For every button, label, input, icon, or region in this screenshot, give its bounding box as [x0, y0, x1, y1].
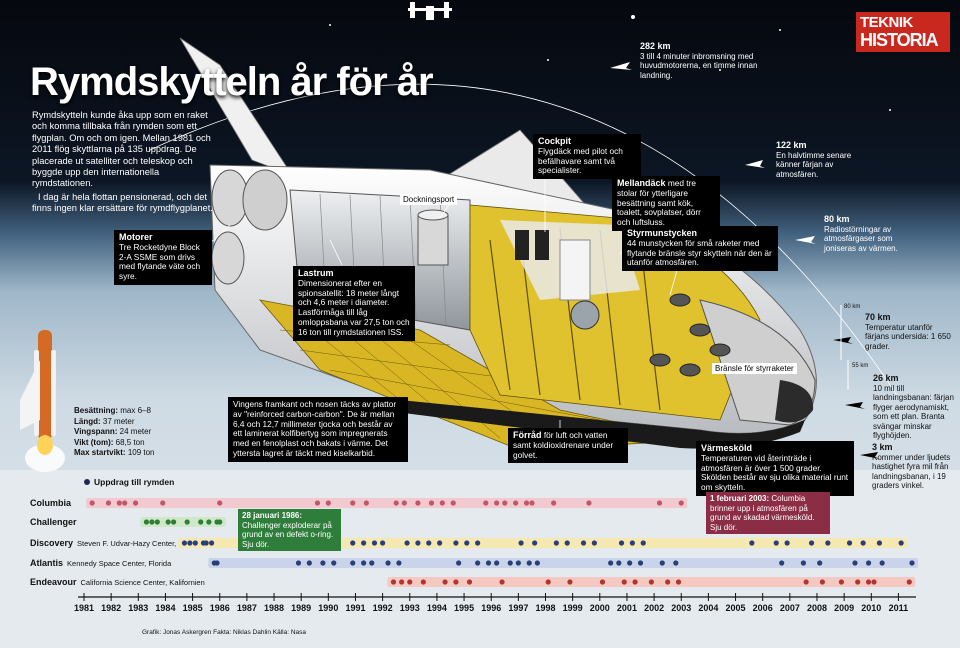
spec-row: Vingspann: 24 meter — [74, 427, 152, 436]
event-challenger: 28 januari 1986: Challenger exploderar p… — [238, 509, 341, 551]
iss-icon — [408, 2, 452, 20]
intro-paragraph-1: Rymdskytteln kunde åka upp som en raket … — [32, 110, 211, 189]
launch-shuttle-icon — [20, 330, 65, 472]
spec-row: Vikt (tom): 68,5 ton — [74, 437, 145, 447]
callout-vingens-framkant: Vingens framkant och nosen täcks av plat… — [228, 397, 408, 462]
event-columbia: 1 februari 2003: Columbia brinner upp i … — [706, 492, 830, 534]
timeline-legend: Uppdrag till rymden — [84, 477, 174, 487]
shuttle-specs: Besättning: max 6–8 Längd: 37 meter Ving… — [74, 406, 155, 459]
callout-bransle: Bränsle för styrraketer — [712, 363, 797, 374]
orbiter-label-columbia: Columbia — [30, 498, 72, 508]
brand-logo: TEKNIK HISTORIA — [856, 12, 950, 52]
spec-row: Besättning: max 6–8 — [74, 406, 151, 415]
page-title: Rymdskytteln år för år — [30, 60, 434, 104]
scale-mark: 80 km — [844, 304, 861, 310]
scale-mark: 55 km — [852, 363, 869, 369]
legend-dot-icon — [84, 479, 90, 485]
callout-forrad: Förråd för luft och vatten samt koldioxi… — [508, 428, 628, 464]
credits: Grafik: Jonas Askergren Fakta: Niklas Da… — [142, 629, 307, 636]
callout-mellandack: Mellandäck med tre stolar för ytterligar… — [612, 176, 720, 231]
spec-row: Längd: 37 meter — [74, 416, 135, 426]
orbiter-label-challenger: Challenger — [30, 517, 77, 527]
intro-text: Rymdskytteln kunde åka upp som en raket … — [32, 110, 222, 217]
spec-row: Max startvikt: 109 ton — [74, 448, 155, 457]
intro-paragraph-2: I dag är hela flottan pensionerad, och d… — [32, 191, 213, 214]
callout-dockningsport: Dockningsport — [400, 194, 458, 205]
